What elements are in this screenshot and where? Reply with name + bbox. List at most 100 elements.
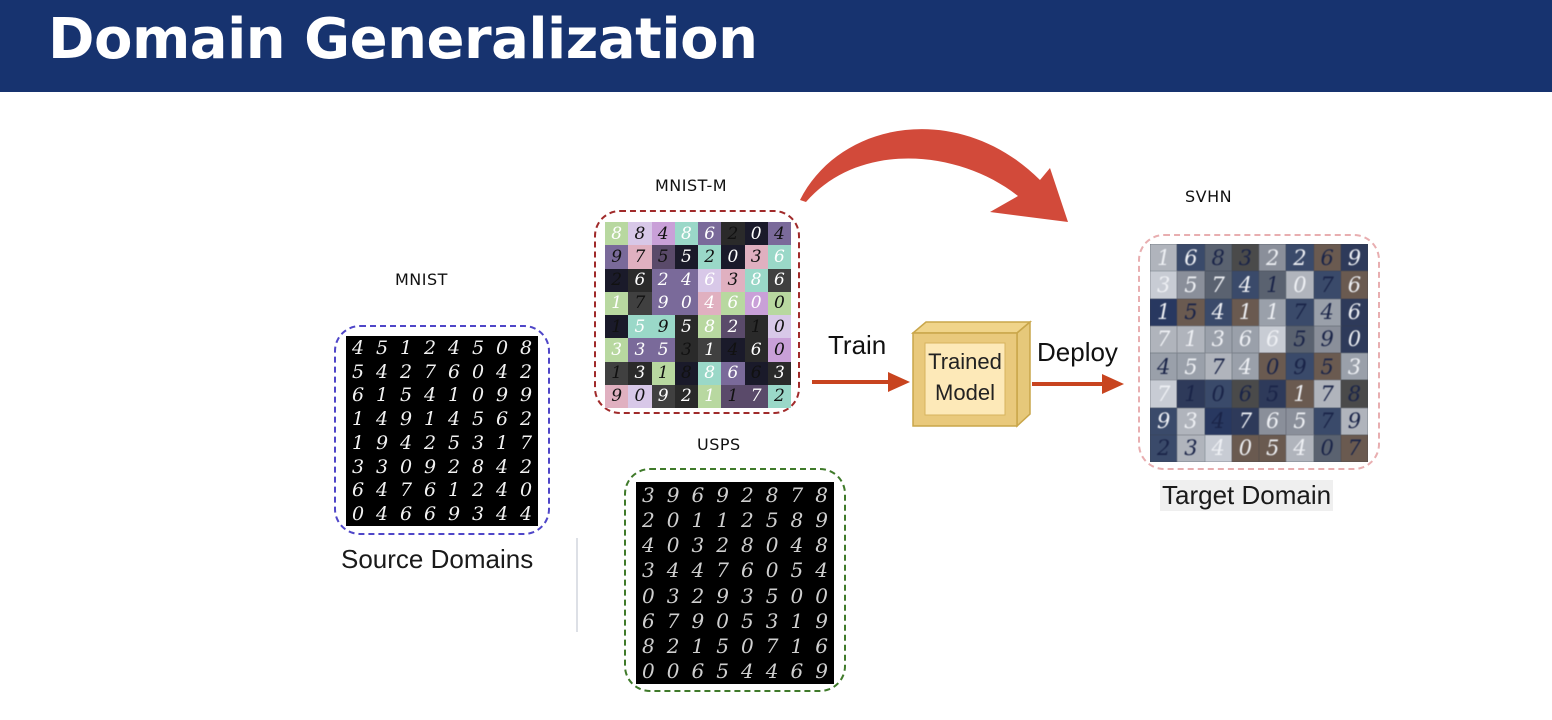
sample-cell: 6 <box>1231 325 1259 353</box>
sample-cell: 5 <box>346 359 370 384</box>
sample-cell: 0 <box>809 583 834 609</box>
sample-cell: 8 <box>628 222 652 246</box>
sample-cell: 8 <box>636 633 661 659</box>
sample-cell: 6 <box>735 557 760 583</box>
sample-cell: 9 <box>442 502 466 526</box>
sample-cell: 1 <box>442 383 466 408</box>
sample-cell: 0 <box>767 291 791 315</box>
sample-cell: 3 <box>1340 353 1368 381</box>
sample-cell: 2 <box>651 268 675 292</box>
source-domains-label: Source Domains <box>341 544 534 574</box>
sample-cell: 4 <box>514 502 538 526</box>
sample-cell: 9 <box>514 383 538 408</box>
sample-cell: 4 <box>651 222 675 246</box>
sample-cell: 4 <box>490 359 514 384</box>
sample-cell: 5 <box>651 245 675 269</box>
sample-cell: 8 <box>735 532 760 558</box>
sample-cell: 6 <box>744 361 768 385</box>
sample-cell: 4 <box>660 557 686 583</box>
sample-cell: 5 <box>784 557 810 583</box>
sample-cell: 4 <box>1231 353 1259 381</box>
sample-cell: 4 <box>490 454 514 479</box>
sample-cell: 9 <box>1340 244 1368 272</box>
sample-cell: 8 <box>605 222 629 246</box>
sample-cell: 5 <box>1286 325 1314 353</box>
mnist-frame <box>334 325 550 535</box>
sample-cell: 2 <box>514 359 538 384</box>
sample-cell: 3 <box>1204 325 1232 353</box>
train-arrow <box>812 372 910 392</box>
sample-cell: 6 <box>1231 380 1259 408</box>
sample-cell: 7 <box>744 384 768 408</box>
sample-cell: 4 <box>394 431 418 455</box>
sample-cell: 0 <box>759 532 785 558</box>
sample-cell: 5 <box>735 608 760 634</box>
sample-cell: 1 <box>490 431 514 455</box>
sample-cell: 2 <box>514 454 538 479</box>
sample-cell: 4 <box>418 383 442 408</box>
sample-cell: 6 <box>1259 325 1287 353</box>
sample-cell: 1 <box>346 407 370 431</box>
sample-cell: 5 <box>674 315 698 339</box>
sample-cell: 0 <box>759 557 785 583</box>
sample-cell: 0 <box>660 658 686 684</box>
sample-cell: 0 <box>466 359 490 384</box>
sample-cell: 1 <box>346 431 370 455</box>
sample-cell: 0 <box>721 245 745 269</box>
sample-cell: 9 <box>605 384 629 408</box>
sample-cell: 6 <box>442 359 466 384</box>
sample-cell: 4 <box>1204 407 1232 435</box>
sample-cell: 0 <box>767 338 791 362</box>
sample-cell: 3 <box>636 557 661 583</box>
sample-cell: 6 <box>1340 271 1368 299</box>
sample-cell: 6 <box>1340 298 1368 326</box>
train-label: Train <box>828 330 887 360</box>
sample-cell: 2 <box>698 245 722 269</box>
sample-cell: 5 <box>759 583 785 609</box>
usps-frame <box>624 468 846 692</box>
sample-cell: 1 <box>1150 298 1178 326</box>
sample-cell: 9 <box>370 431 394 455</box>
sample-cell: 3 <box>466 502 490 526</box>
sample-cell: 9 <box>1340 407 1368 435</box>
sample-cell: 4 <box>346 336 370 360</box>
sample-cell: 5 <box>1177 298 1205 326</box>
sample-cell: 0 <box>1204 380 1232 408</box>
sample-cell: 1 <box>698 338 722 362</box>
sample-cell: 2 <box>442 454 466 479</box>
sample-cell: 5 <box>1259 380 1287 408</box>
sample-cell: 1 <box>721 384 745 408</box>
sample-cell: 4 <box>809 557 834 583</box>
sample-cell: 4 <box>721 338 745 362</box>
sample-cell: 6 <box>767 268 791 292</box>
sample-cell: 7 <box>1150 325 1178 353</box>
sample-cell: 6 <box>636 608 661 634</box>
sample-cell: 1 <box>710 507 735 533</box>
sample-cell: 2 <box>636 507 661 533</box>
sample-cell: 4 <box>784 532 810 558</box>
sample-cell: 2 <box>674 384 698 408</box>
sample-cell: 2 <box>735 482 760 508</box>
sample-cell: 3 <box>759 608 785 634</box>
sample-cell: 0 <box>346 502 370 526</box>
sample-cell: 6 <box>698 222 722 246</box>
slide-title: Domain Generalization <box>48 7 758 72</box>
sample-cell: 3 <box>636 482 661 508</box>
slide-header: Domain Generalization <box>0 0 1552 92</box>
sample-cell: 0 <box>784 583 810 609</box>
sample-cell: 0 <box>674 291 698 315</box>
sample-cell: 4 <box>698 291 722 315</box>
sample-cell: 2 <box>735 507 760 533</box>
sample-cell: 7 <box>660 608 686 634</box>
sample-cell: 4 <box>1286 434 1314 462</box>
sample-cell: 7 <box>1231 407 1259 435</box>
sample-cell: 6 <box>346 383 370 408</box>
sample-cell: 1 <box>685 633 711 659</box>
sample-cell: 5 <box>674 245 698 269</box>
sample-cell: 9 <box>605 245 629 269</box>
mnist-m-frame <box>594 210 800 414</box>
sample-cell: 4 <box>735 658 760 684</box>
sample-cell: 8 <box>674 361 698 385</box>
sample-cell: 2 <box>1259 244 1287 272</box>
